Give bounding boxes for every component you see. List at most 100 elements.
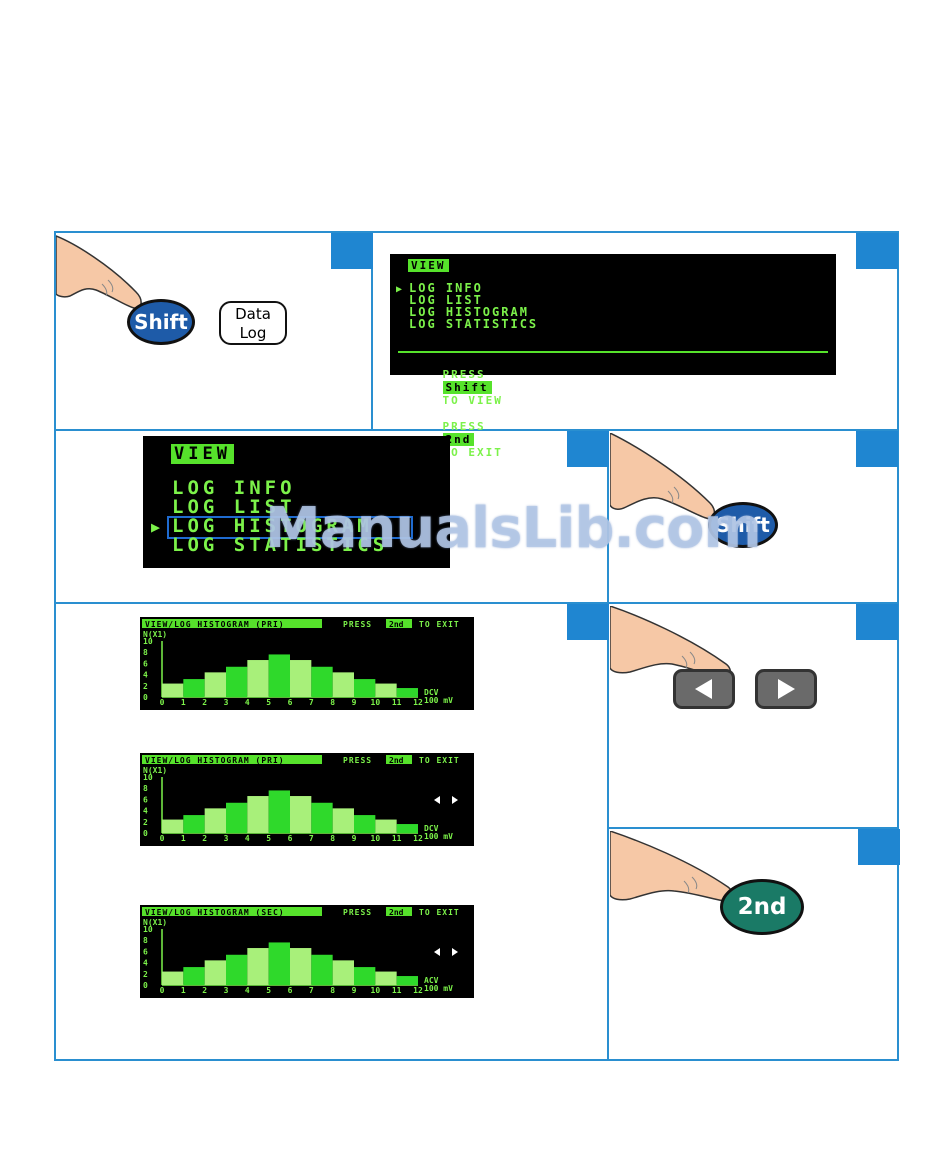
header-press: PRESS — [343, 908, 372, 917]
step-tab-4 — [856, 431, 898, 467]
histogram-bar — [183, 679, 205, 697]
header-bar — [142, 755, 322, 764]
unit-range: 100 mV — [424, 696, 453, 705]
unit-range: 100 mV — [424, 984, 453, 993]
step-tab-3 — [567, 431, 609, 467]
left-arrow-button[interactable] — [673, 669, 735, 709]
data-log-button[interactable]: Data Log — [219, 301, 287, 345]
step-tab-2 — [856, 233, 898, 269]
x-tick-label: 1 — [181, 698, 186, 707]
header-exit: TO EXIT — [419, 620, 460, 629]
histogram-bar — [268, 790, 290, 833]
x-tick-label: 3 — [224, 698, 229, 707]
x-tick-label: 0 — [160, 834, 165, 843]
y-axis-label: N(X1) — [143, 918, 167, 927]
y-tick-label: 4 — [143, 671, 148, 680]
x-tick-label: 1 — [181, 986, 186, 995]
histogram-bar — [290, 948, 312, 985]
x-tick-label: 8 — [330, 986, 335, 995]
second-function-button[interactable]: 2nd — [720, 879, 804, 935]
shift-button-label: Shift — [716, 513, 770, 537]
y-tick-label: 10 — [143, 925, 153, 934]
x-tick-label: 10 — [371, 698, 381, 707]
chart-title: VIEW/LOG HISTOGRAM (PRI) — [145, 620, 285, 629]
right-arrow-button[interactable] — [755, 669, 817, 709]
pointing-hand-icon — [610, 831, 734, 902]
pointing-hand-icon — [610, 433, 716, 520]
x-tick-label: 7 — [309, 834, 314, 843]
histogram-bar — [396, 824, 418, 833]
header-key: 2nd — [389, 620, 404, 629]
menu-item-log-statistics-large: LOG STATISTICS — [172, 534, 389, 556]
unit-function: DCV — [424, 824, 439, 833]
x-tick-label: 9 — [352, 698, 357, 707]
histogram-bar — [162, 819, 184, 833]
x-tick-label: 8 — [330, 834, 335, 843]
menu-item-log-info-large: LOG INFO — [172, 477, 296, 499]
x-tick-label: 7 — [309, 698, 314, 707]
y-tick-label: 6 — [143, 947, 148, 956]
x-tick-label: 2 — [202, 834, 207, 843]
histogram-bar — [396, 976, 418, 985]
menu-item-log-histogram[interactable]: LOG HISTOGRAM — [409, 305, 529, 319]
menu-item-log-statistics[interactable]: LOG STATISTICS — [409, 317, 539, 331]
histogram-bar — [375, 819, 397, 833]
watermark: ManualsLib.com — [265, 496, 762, 561]
menu-item-log-info[interactable]: LOG INFO — [409, 281, 483, 295]
x-tick-label: 2 — [202, 698, 207, 707]
header-exit: TO EXIT — [419, 756, 460, 765]
x-tick-label: 7 — [309, 986, 314, 995]
second-button-label: 2nd — [737, 894, 787, 920]
y-axis-label: N(X1) — [143, 766, 167, 775]
histogram-bar — [311, 954, 333, 985]
step-tab-1 — [331, 233, 373, 269]
x-tick-label: 11 — [392, 986, 402, 995]
histogram-bar — [354, 967, 376, 985]
lcd-view-menu-large: VIEW LOG INFO LOG LIST ▶ LOG HISTOGRAM L… — [143, 436, 450, 568]
histogram-bar — [183, 967, 205, 985]
scroll-right-icon — [452, 948, 458, 956]
scroll-left-icon — [434, 796, 440, 804]
menu-item-log-list-large: LOG LIST — [172, 496, 296, 518]
data-log-line1: Data — [235, 305, 271, 323]
histogram-bar — [226, 666, 248, 697]
x-tick-label: 12 — [413, 986, 423, 995]
lcd-view-menu-small: VIEW ▶ LOG INFO LOG LIST LOG HISTOGRAM L… — [390, 254, 836, 459]
histogram-bar — [290, 660, 312, 697]
footer-to-view: TO VIEW — [442, 394, 503, 407]
header-key-bg — [386, 907, 412, 916]
histogram-bar — [162, 683, 184, 697]
menu-item-log-list[interactable]: LOG LIST — [409, 293, 483, 307]
x-tick-label: 4 — [245, 986, 250, 995]
header-key: 2nd — [389, 908, 404, 917]
x-tick-label: 8 — [330, 698, 335, 707]
footer-key-2nd: 2nd — [442, 433, 475, 446]
data-log-line2: Log — [239, 324, 267, 342]
x-tick-label: 0 — [160, 698, 165, 707]
x-tick-label: 3 — [224, 834, 229, 843]
histogram-bar — [396, 688, 418, 697]
histogram-bar — [375, 971, 397, 985]
y-tick-label: 8 — [143, 648, 148, 657]
footer-press-2: PRESS — [442, 420, 486, 433]
histogram-bar — [162, 971, 184, 985]
unit-function: DCV — [424, 688, 439, 697]
y-tick-label: 6 — [143, 659, 148, 668]
x-tick-label: 4 — [245, 698, 250, 707]
shift-button[interactable]: Shift — [127, 299, 195, 345]
header-key: 2nd — [389, 756, 404, 765]
y-tick-label: 10 — [143, 637, 153, 646]
y-tick-label: 0 — [143, 981, 148, 990]
y-tick-label: 8 — [143, 936, 148, 945]
header-key-bg — [386, 755, 412, 764]
histogram-bar — [226, 802, 248, 833]
chart-title: VIEW/LOG HISTOGRAM (PRI) — [145, 756, 285, 765]
footer-press-1: PRESS — [442, 368, 486, 381]
histogram-bar — [247, 660, 269, 697]
shift-button[interactable]: Shift — [708, 502, 778, 548]
histogram-bar — [204, 808, 226, 833]
x-tick-label: 0 — [160, 986, 165, 995]
x-tick-label: 1 — [181, 834, 186, 843]
